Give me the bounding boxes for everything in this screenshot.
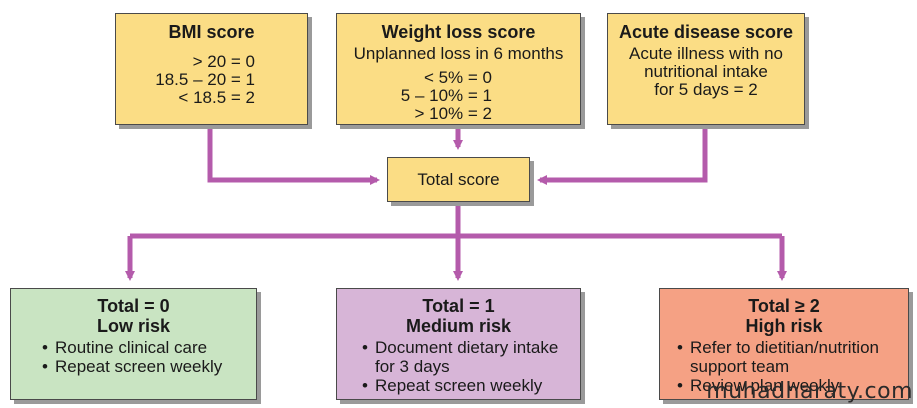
acute-line: Acute illness with no [628,44,784,63]
arrow-bmi-to-total [207,125,380,185]
bmi-score-box: BMI score > 20 = 0 18.5 – 20 = 1 < 18.5 … [115,13,308,125]
weight-line: 5 – 10% = 1 [400,86,492,105]
acute-line: for 5 days = 2 [654,80,758,99]
medium-risk-actions: Document dietary intake for 3 days Repea… [337,338,580,395]
watermark: muhadharaty.com [706,379,913,404]
bmi-line: 18.5 – 20 = 1 [155,70,255,89]
acute-line: nutritional intake [644,62,768,81]
list-item-text: Refer to dietitian/nutrition [690,338,879,357]
weight-loss-score-box: Weight loss score Unplanned loss in 6 mo… [336,13,581,125]
low-risk-heading: Total = 0 [97,296,170,316]
bmi-line: > 20 = 0 [192,52,255,71]
acute-disease-score-box: Acute disease score Acute illness with n… [607,13,805,125]
high-risk-box: Total ≥ 2 High risk Refer to dietitian/n… [659,288,909,400]
low-risk-actions: Routine clinical care Repeat screen week… [11,338,256,376]
list-item-text: Document dietary intake [375,338,559,357]
medium-risk-heading: Total = 1 [422,296,495,316]
bmi-line: < 18.5 = 2 [178,88,255,107]
high-risk-heading: Total ≥ 2 [748,296,820,316]
list-item: Review plan weekly [672,376,908,395]
weight-loss-subtitle: Unplanned loss in 6 months [353,44,564,63]
acute-disease-score-title: Acute disease score [618,22,794,42]
list-item: Repeat screen weekly [357,376,580,395]
weight-loss-score-title: Weight loss score [381,22,536,42]
high-risk-label: High risk [745,316,823,336]
high-risk-actions: Refer to dietitian/nutrition support tea… [660,338,908,395]
arrow-acute-to-total [537,125,708,185]
total-score-box: Total score [387,157,530,202]
weight-line: > 10% = 2 [414,104,492,123]
low-risk-label: Low risk [96,316,171,336]
bmi-score-title: BMI score [168,22,255,42]
total-score-label: Total score [417,169,500,189]
list-item: Refer to dietitian/nutrition support tea… [672,338,908,376]
list-item: Routine clinical care [37,338,256,357]
weight-loss-lines: < 5% = 0 5 – 10% = 1 > 10% = 2 [337,69,580,123]
medium-risk-label: Medium risk [405,316,512,336]
list-item-continuation: support team [690,357,790,376]
list-item: Document dietary intake for 3 days [357,338,580,376]
bmi-score-lines: > 20 = 0 18.5 – 20 = 1 < 18.5 = 2 [116,53,307,107]
medium-risk-box: Total = 1 Medium risk Document dietary i… [336,288,581,400]
list-item-continuation: for 3 days [375,357,450,376]
acute-disease-text: Acute illness with no nutritional intake… [608,45,804,99]
weight-line: < 5% = 0 [423,68,492,87]
low-risk-box: Total = 0 Low risk Routine clinical care… [10,288,257,400]
list-item: Repeat screen weekly [37,357,256,376]
